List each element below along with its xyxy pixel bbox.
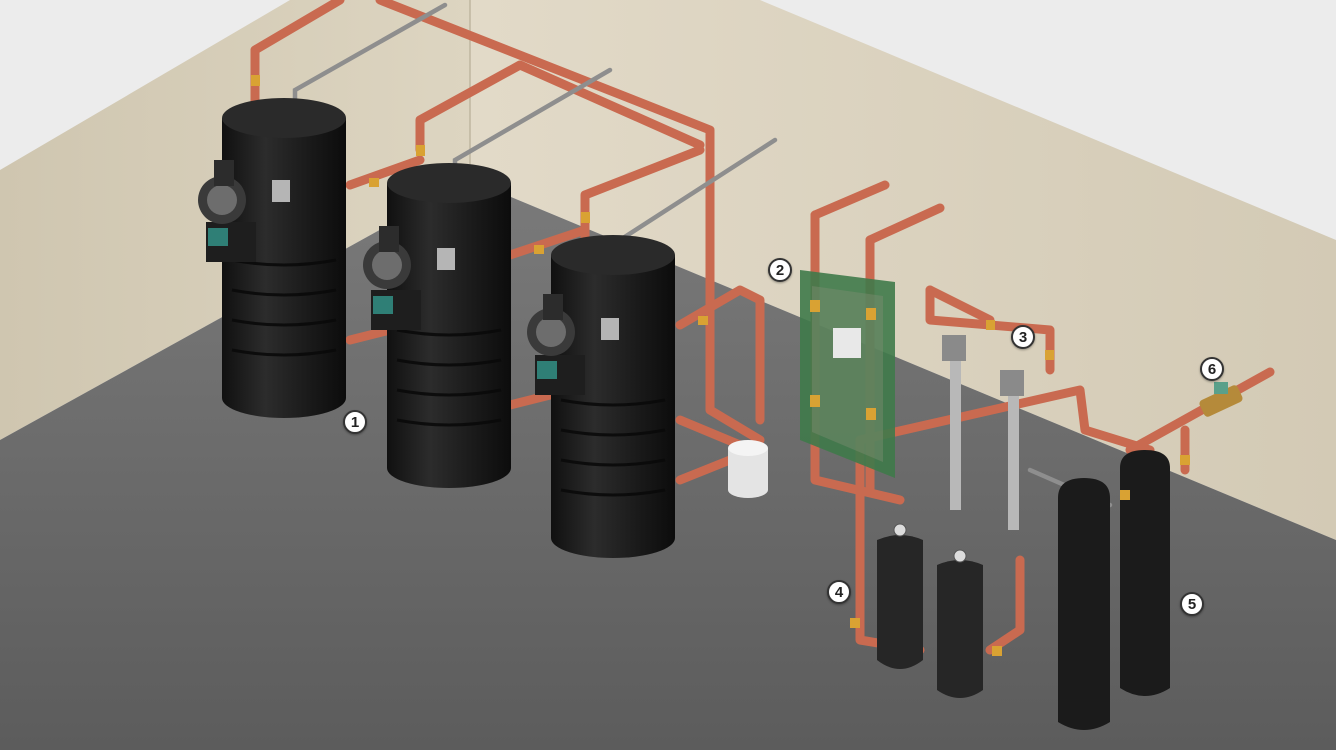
expansion-tank xyxy=(728,440,768,498)
water-softener-tanks xyxy=(1058,450,1170,730)
backflow-preventer xyxy=(1199,382,1243,417)
callout-1: 1 xyxy=(343,410,367,434)
brass-fittings xyxy=(251,75,1190,656)
callout-3: 3 xyxy=(1011,325,1035,349)
mixing-valve-panel xyxy=(800,270,895,478)
callout-4: 4 xyxy=(827,580,851,604)
water-heater-tank-3 xyxy=(527,235,675,558)
callout-6: 6 xyxy=(1200,357,1224,381)
callout-2: 2 xyxy=(768,258,792,282)
cartridge-filters xyxy=(877,523,983,698)
callout-5: 5 xyxy=(1180,592,1204,616)
water-heater-tank-2 xyxy=(363,163,511,488)
water-heater-tank-1 xyxy=(198,98,346,418)
uv-sterilizers xyxy=(942,335,1024,530)
